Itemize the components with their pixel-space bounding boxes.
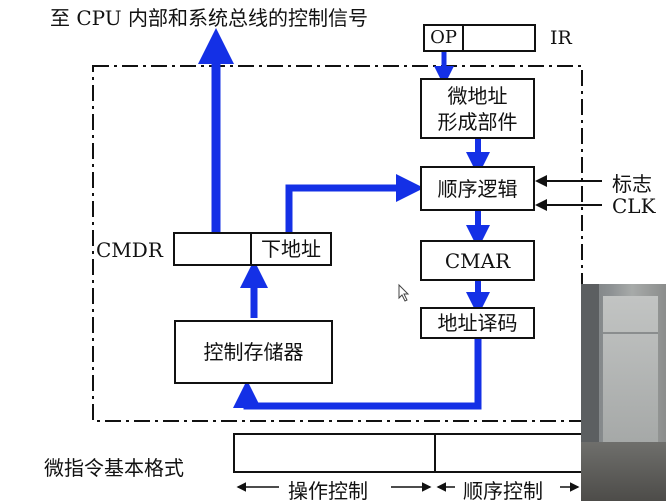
control-store-box: 控制存储器 xyxy=(174,320,333,384)
format-field2-label: 顺序控制 xyxy=(463,479,543,503)
micro-address-unit: 微地址 形成部件 xyxy=(420,78,535,139)
flag-label: 标志 xyxy=(612,172,652,196)
cmdr-label: CMDR xyxy=(96,238,163,262)
ir-rest-field xyxy=(462,24,536,52)
format-field-sequence xyxy=(434,433,584,473)
sequence-logic-box: 顺序逻辑 xyxy=(420,166,535,211)
cmar-box: CMAR xyxy=(420,240,535,281)
mouse-cursor-icon xyxy=(398,283,410,302)
format-field-operation xyxy=(233,433,436,473)
address-decoder-box: 地址译码 xyxy=(420,307,535,339)
micro-address-unit-line1: 微地址 xyxy=(447,83,508,108)
format-field1-label: 操作控制 xyxy=(288,479,368,503)
control-signal-title: 至 CPU 内部和系统总线的控制信号 xyxy=(50,6,368,30)
next-addr-to-seq-arrow xyxy=(285,174,424,234)
format-title: 微指令基本格式 xyxy=(44,456,184,480)
clk-label: CLK xyxy=(612,194,656,218)
decode-to-store-arrow xyxy=(233,339,482,410)
ir-op-field: OP xyxy=(423,24,464,52)
micro-address-unit-line2: 形成部件 xyxy=(437,109,518,134)
ir-label: IR xyxy=(550,27,572,49)
cmdr-next-address-field: 下地址 xyxy=(250,232,332,266)
control-unit-boundary xyxy=(92,65,583,422)
webcam-overlay xyxy=(581,284,666,501)
cmdr-control-field xyxy=(173,232,252,266)
